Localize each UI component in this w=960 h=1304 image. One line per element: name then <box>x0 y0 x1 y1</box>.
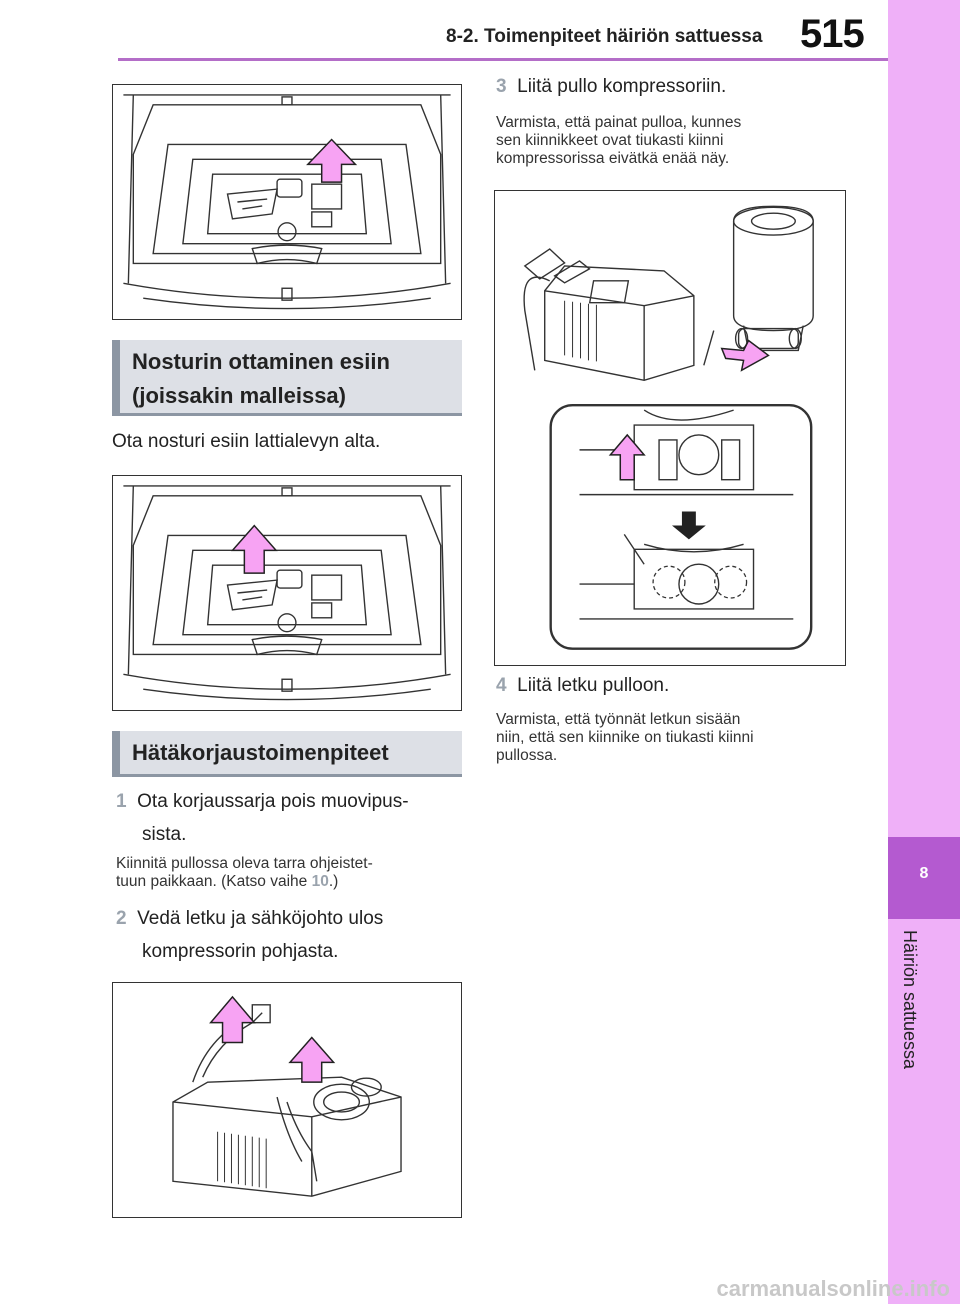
section-heading-repair-text: Hätäkorjaustoimenpiteet <box>132 740 389 765</box>
step-3-note-line1: Varmista, että painat pulloa, kunnes <box>496 114 742 131</box>
step-1: 1 Ota korjaussarja pois muovipus- sista. <box>116 785 466 851</box>
chapter-tab-active[interactable] <box>888 837 960 919</box>
arrow-up-icon <box>209 995 256 1044</box>
step-1-number: 1 <box>116 791 127 812</box>
step-1-note-line2-pre: tuun paikkaan. (Katso vaihe <box>116 873 312 890</box>
step-3-number: 3 <box>496 76 507 97</box>
step-1-line2: sista. <box>142 824 187 845</box>
latch-highlight-left <box>652 565 686 599</box>
step-2-line1: Vedä letku ja sähköjohto ulos <box>137 908 384 929</box>
jack-instruction-text: Ota nosturi esiin lattialevyn alta. <box>112 431 381 452</box>
arrow-up-icon <box>288 1036 336 1083</box>
step-3-text: Liitä pullo kompressoriin. <box>517 76 727 97</box>
figure-bottle-compressor <box>494 190 846 666</box>
step-4-note-line1: Varmista, että työnnät letkun sisään <box>496 711 741 728</box>
step-2-line2: kompressorin pohjasta. <box>142 941 339 962</box>
step-4-note-line3: pullossa. <box>496 747 558 764</box>
arrow-up-icon <box>230 524 278 574</box>
figure-trunk-floor-board <box>112 84 462 320</box>
section-heading-jack-line1: Nosturin ottaminen esiin <box>132 349 390 374</box>
step-3-note-line2: sen kiinnikkeet ovat tiukasti kiinni <box>496 132 724 149</box>
figure-compressor-hose <box>112 982 462 1218</box>
arrow-right-icon <box>720 339 770 372</box>
step-4-text: Liitä letku pulloon. <box>517 675 670 696</box>
section-heading-jack-line2: (joissakin malleissa) <box>132 383 346 408</box>
step-2: 2 Vedä letku ja sähköjohto ulos kompress… <box>116 902 466 968</box>
section-heading-jack: Nosturin ottaminen esiin (joissakin mall… <box>112 340 462 416</box>
arrow-up-icon <box>306 138 358 183</box>
chapter-label: Häiriön sattuessa <box>900 930 920 1070</box>
figure-trunk-jack <box>112 475 462 711</box>
bottle-compressor-illustration <box>523 205 814 650</box>
step-4: 4 Liitä letku pulloon. <box>496 669 876 702</box>
step-3: 3 Liitä pullo kompressoriin. <box>496 70 876 103</box>
compressor-hose-illustration <box>172 995 402 1197</box>
header-rule <box>118 58 888 61</box>
step-4-note: Varmista, että työnnät letkun sisään nii… <box>496 711 876 765</box>
step-3-note-line3: kompressorissa eivätkä enää näy. <box>496 150 730 167</box>
step-ref-link[interactable]: 10 <box>311 873 329 890</box>
step-2-number: 2 <box>116 908 127 929</box>
step-4-note-line2: niin, että sen kiinnike on tiukasti kiin… <box>496 729 754 746</box>
step-3-note: Varmista, että painat pulloa, kunnes sen… <box>496 114 876 168</box>
step-1-line1: Ota korjaussarja pois muovipus- <box>137 791 409 812</box>
watermark: carmanualsonline.info <box>716 1276 951 1301</box>
header-section-title: 8-2. Toimenpiteet häiriön sattuessa <box>446 26 763 47</box>
section-heading-repair: Hätäkorjaustoimenpiteet <box>112 731 462 777</box>
chapter-tab-strip <box>888 0 960 1304</box>
arrow-up-icon <box>608 433 646 481</box>
step-1-note-line2-post: .) <box>328 873 339 890</box>
step-1-note: Kiinnitä pullossa oleva tarra ohjeistet-… <box>116 855 466 891</box>
arrow-down-icon <box>671 511 706 540</box>
chapter-number: 8 <box>919 865 929 882</box>
trunk-illustration <box>123 94 451 310</box>
page-number: 515 <box>800 12 865 56</box>
step-4-number: 4 <box>496 675 507 696</box>
step-1-note-line1: Kiinnitä pullossa oleva tarra ohjeistet- <box>116 855 373 872</box>
trunk-jack-illustration <box>123 485 451 701</box>
latch-highlight-right <box>714 565 748 599</box>
